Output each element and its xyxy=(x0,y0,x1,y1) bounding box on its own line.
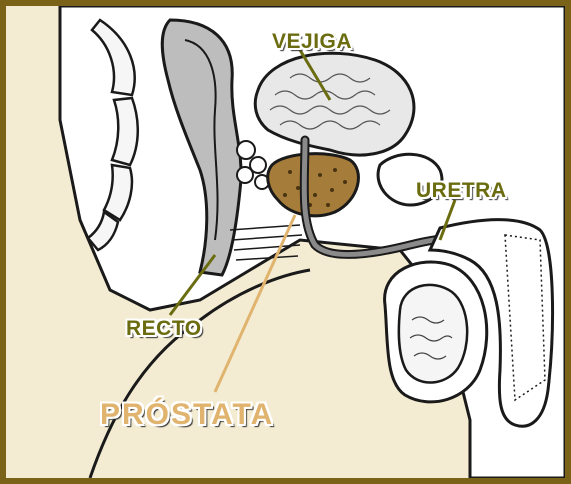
urethra-label: URETRA xyxy=(416,179,507,203)
prostate-label: PRÓSTATA xyxy=(100,398,274,432)
rectum-label: RECTO xyxy=(126,317,202,341)
anatomy-illustration xyxy=(6,6,565,478)
bladder-label: VEJIGA xyxy=(272,30,352,54)
testis-shape xyxy=(399,285,467,383)
